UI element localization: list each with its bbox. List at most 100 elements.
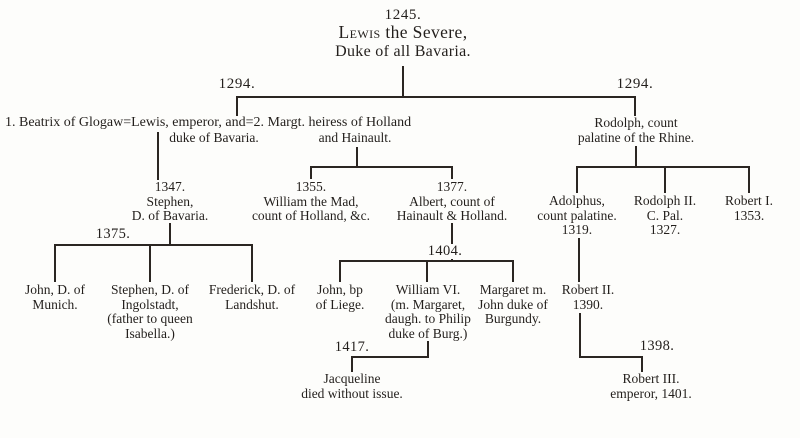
connector-robertii-down — [579, 313, 581, 358]
text-line: D. of Bavaria. — [131, 208, 209, 224]
marriage-sub-right: and Hainault. — [318, 130, 392, 145]
connector-marriage2-stem — [356, 147, 358, 168]
connector-adolphus-robertii — [578, 238, 580, 282]
node-william-the-mad-1355: 1355.William the Mad,count of Holland, &… — [251, 179, 371, 224]
text-line: Burgundy. — [484, 311, 542, 327]
connector-1417-bar — [351, 356, 429, 358]
root-name-rest: the Severe, — [380, 22, 468, 42]
text-line: 1353. — [733, 207, 765, 223]
connector-william1355-drop — [310, 166, 312, 179]
root-subtitle: Duke of all Bavaria. — [335, 43, 471, 60]
text-line: palatine of the Rhine. — [577, 129, 695, 145]
connector-rodolphii-drop — [664, 166, 666, 193]
connector-adolphus-drop — [576, 166, 578, 193]
text-line: Adolphus, — [549, 193, 605, 208]
text-line: of Liege. — [315, 296, 365, 312]
connector-1375-bar — [54, 244, 253, 246]
text-line: Rodolph, count — [594, 115, 678, 130]
node-adolphus: Adolphus,count palatine.1319. — [537, 193, 617, 238]
text-line: Robert II. — [561, 282, 615, 297]
connector-1294-bar — [236, 96, 635, 98]
branch-year-left: 1294. — [218, 76, 256, 92]
text-line: Munich. — [32, 296, 78, 312]
year-1417: 1417. — [331, 340, 373, 355]
root-name: Lewis the Severe, — [338, 22, 468, 42]
connector-1294-left-drop — [236, 96, 238, 116]
node-rodolph-ii: Rodolph II.C. Pal.1327. — [633, 193, 697, 238]
connector-johnliege-drop — [339, 260, 341, 282]
connector-roberti-drop — [748, 166, 750, 193]
text-line: 1347. — [154, 179, 186, 194]
node-robert-iii: Robert III.emperor, 1401. — [610, 371, 692, 401]
text-line: Robert I. — [725, 193, 773, 208]
text-line: John duke of — [478, 296, 548, 312]
marriage-row: 1. Beatrix of Glogaw=Lewis, emperor, and… — [5, 115, 412, 130]
text-line: count palatine. — [537, 207, 617, 223]
connector-margaret-drop — [512, 260, 514, 282]
text-line: Margaret m. — [479, 282, 547, 297]
connector-williamvi-down — [427, 341, 429, 358]
connector-albert1377-drop — [451, 166, 453, 179]
node-william-vi: William VI.(m. Margaret,daugh. to Philip… — [385, 282, 471, 341]
connector-root-stem — [402, 66, 404, 97]
text-line: 1327. — [649, 222, 681, 238]
year-1404: 1404. — [424, 244, 466, 259]
text-line: emperor, 1401. — [610, 385, 692, 401]
connector-jacqueline-drop — [351, 356, 353, 372]
text-line: daugh. to Philip — [385, 311, 471, 327]
text-line: duke of Burg.) — [388, 325, 468, 341]
text-line: (m. Margaret, — [390, 296, 466, 312]
text-line: Isabella.) — [125, 325, 175, 341]
marriage-sub-left: duke of Bavaria. — [169, 130, 259, 145]
text-line: Robert III. — [622, 371, 680, 386]
root-year: 1245. — [384, 7, 422, 23]
text-line: 1390. — [572, 296, 604, 312]
connector-marriage2-bar — [310, 166, 453, 168]
text-line: Stephen, D. of — [111, 282, 189, 297]
connector-1294-right-drop — [634, 96, 636, 116]
year-1398: 1398. — [639, 338, 675, 354]
connector-williamvi-drop — [426, 260, 428, 282]
text-line: 1319. — [561, 222, 593, 238]
text-line: William the Mad, — [263, 193, 359, 209]
connector-beatrix-descent — [157, 132, 159, 180]
connector-robertiii-drop — [641, 356, 643, 372]
text-line: John, bp — [317, 282, 363, 297]
connector-stephen-feed — [169, 223, 171, 245]
connector-frederick-drop — [251, 244, 253, 282]
branch-year-right: 1294. — [616, 76, 654, 92]
text-line: died without issue. — [301, 385, 403, 401]
text-line: Stephen, — [146, 193, 194, 209]
text-line: 1355. — [295, 179, 327, 194]
text-line: Landshut. — [225, 296, 279, 312]
text-line: C. Pal. — [646, 207, 684, 223]
text-line: count of Holland, &c. — [251, 208, 371, 224]
text-line: William VI. — [395, 282, 461, 297]
node-robert-i: Robert I.1353. — [725, 193, 773, 223]
text-line: (father to queen — [107, 311, 193, 327]
text-line: Rodolph II. — [633, 193, 697, 208]
text-line: Hainault & Holland. — [396, 208, 508, 224]
text-line: Frederick, D. of — [208, 282, 296, 297]
connector-stepheningolstadt-drop — [149, 244, 151, 282]
connector-rodolph-bar — [576, 166, 750, 168]
text-line: Albert, count of — [409, 193, 495, 209]
connector-1398-bar — [579, 356, 643, 358]
text-line: John, D. of — [25, 282, 85, 297]
connector-rodolph-stem — [635, 146, 637, 168]
node-robert-ii: Robert II.1390. — [561, 282, 615, 312]
connector-albert-feed — [451, 223, 453, 262]
root-name-smallcaps: Lewis — [338, 22, 381, 42]
text-line: Ingolstadt, — [121, 296, 179, 312]
node-stephen-1347: 1347.Stephen,D. of Bavaria. — [131, 179, 209, 224]
year-1375: 1375. — [95, 226, 131, 242]
